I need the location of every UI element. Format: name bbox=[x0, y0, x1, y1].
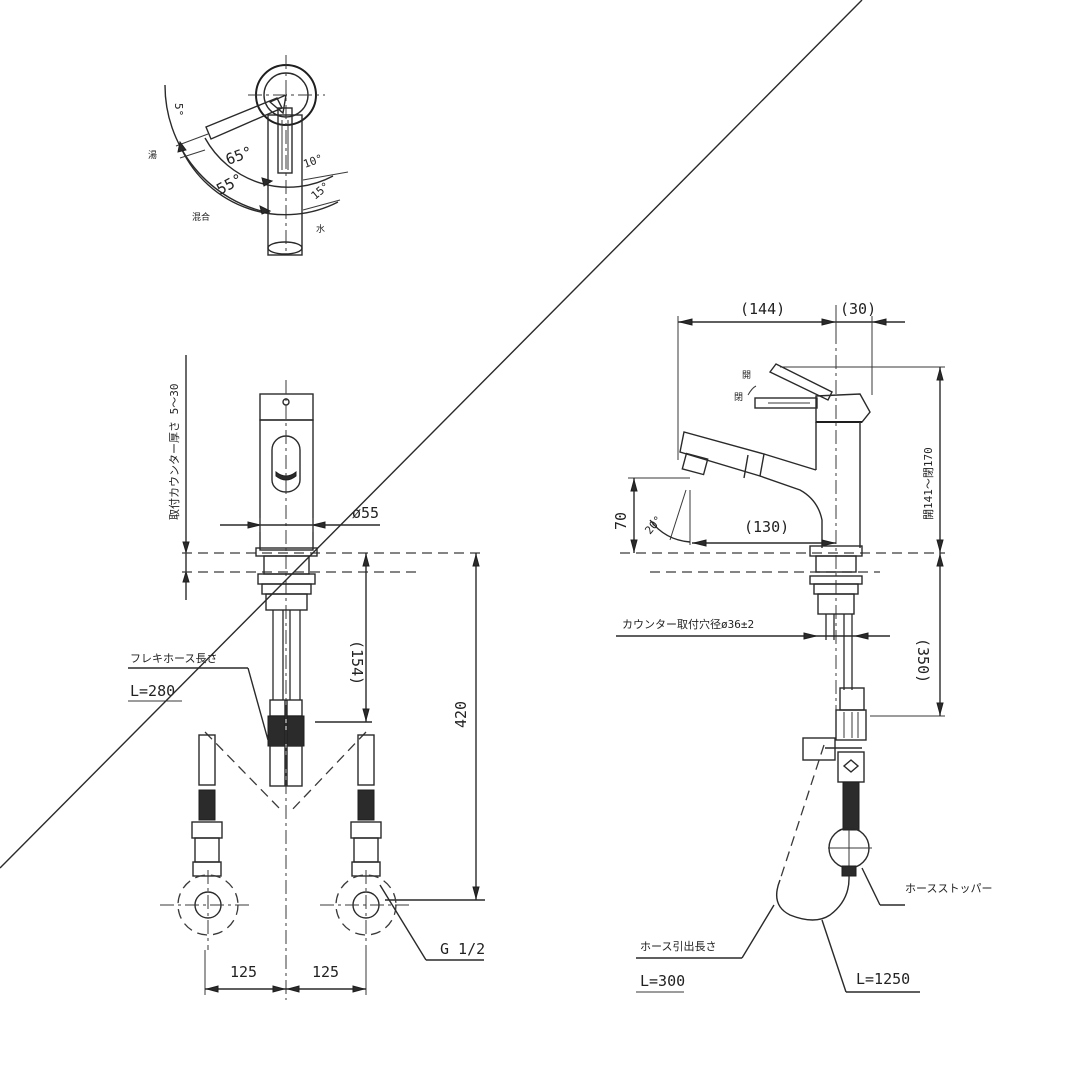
pull-out-value: L=300 bbox=[640, 972, 685, 990]
counter-thickness-label: 取付カウンター厚さ 5～30 bbox=[168, 384, 181, 521]
spout-height-label: 70 bbox=[612, 512, 630, 530]
cold-label: 水 bbox=[316, 223, 325, 235]
right-supply-valve bbox=[320, 734, 410, 950]
spacing-right-label: 125 bbox=[312, 963, 339, 981]
dim-144-label: (144) bbox=[740, 300, 785, 318]
thread-size-label: G 1/2 bbox=[440, 940, 485, 958]
hose-length-value: L=280 bbox=[130, 682, 175, 700]
front-view: 取付カウンター厚さ 5～30 ø55 bbox=[128, 355, 485, 1000]
dim-154-label: (154) bbox=[348, 640, 366, 685]
hot-label: 湯 bbox=[148, 150, 157, 161]
spout-reach-label: (130) bbox=[744, 518, 789, 536]
angle-15-label: 15° bbox=[309, 180, 333, 203]
dim-350-label: (350) bbox=[914, 638, 932, 683]
spray-angle-label: 20° bbox=[642, 513, 665, 537]
dim-30-label: (30) bbox=[840, 300, 876, 318]
lever-close-label: 閉 bbox=[734, 392, 743, 403]
hose-total-value: L=1250 bbox=[856, 970, 910, 988]
left-supply-valve bbox=[160, 734, 250, 950]
dim-420-label: 420 bbox=[452, 701, 470, 728]
hose-stopper-label: ホースストッパー bbox=[905, 882, 992, 895]
height-range-label: 開141～閉170 bbox=[922, 447, 935, 520]
hose-length-label: フレキホース長さ bbox=[130, 652, 217, 665]
pull-out-label: ホース引出長さ bbox=[640, 939, 716, 953]
spacing-left-label: 125 bbox=[230, 963, 257, 981]
mount-hole-label: カウンター取付穴径ø36±2 bbox=[622, 617, 754, 631]
lever-plan-view: 5° 65° 55° 10° 15° 湯 混合 水 bbox=[148, 55, 349, 256]
lever-open-label: 開 bbox=[742, 370, 751, 381]
diameter-55-label: ø55 bbox=[352, 504, 379, 522]
angle-65-label: 65° bbox=[223, 143, 255, 169]
side-view: (144) (30) 開141～閉170 開 閉 bbox=[0, 0, 992, 993]
angle-10-label: 10° bbox=[302, 152, 325, 171]
mix-label: 混合 bbox=[192, 211, 210, 223]
angle-5-label: 5° bbox=[172, 103, 185, 116]
